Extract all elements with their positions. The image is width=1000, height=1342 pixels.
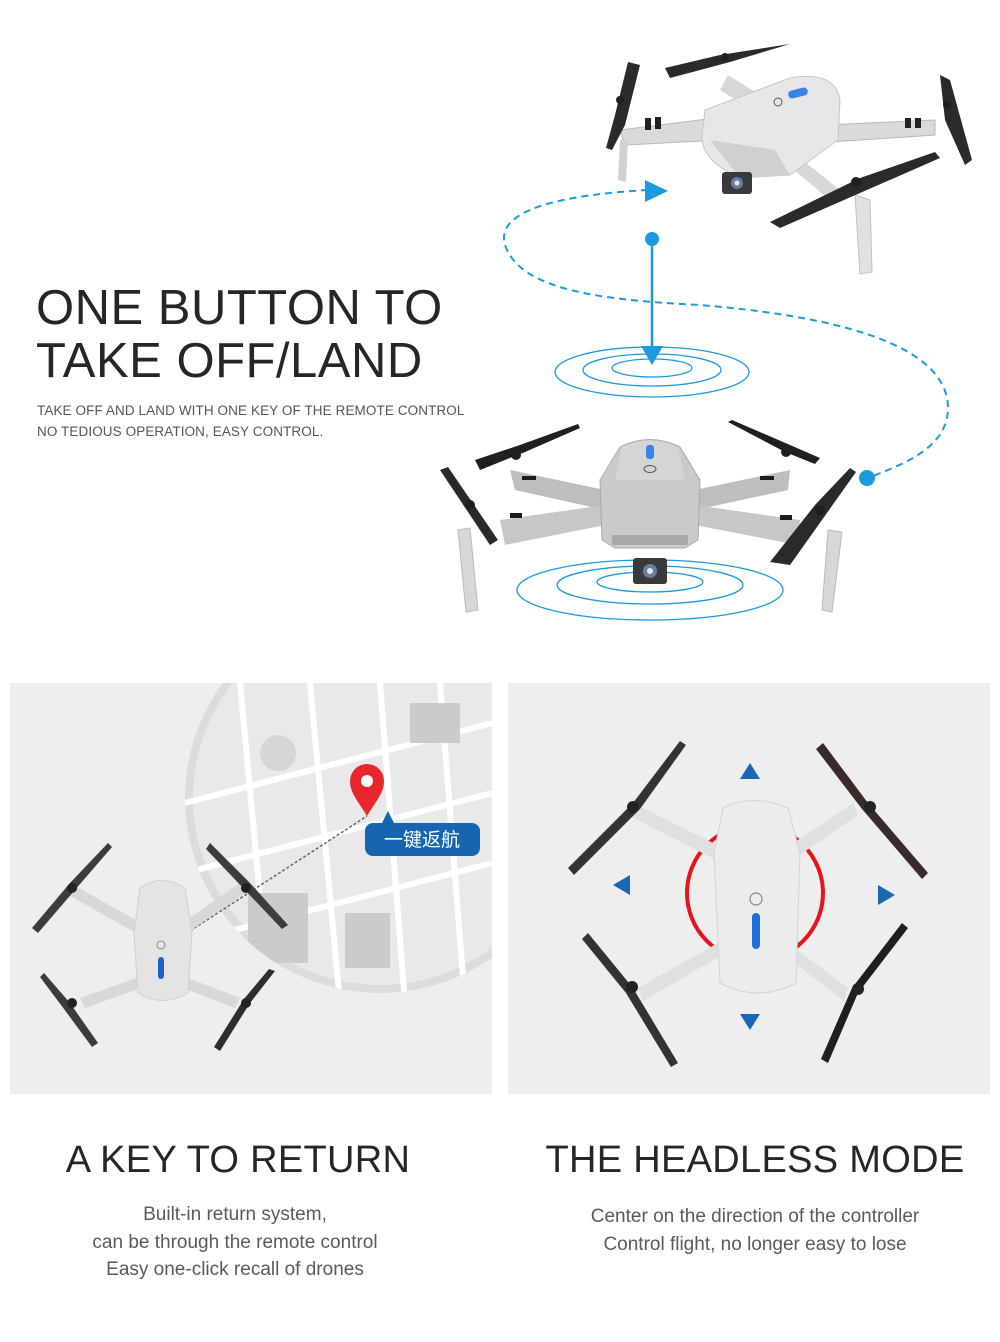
location-pin-icon [350,764,384,816]
return-path-line [189,815,368,932]
hero-title-line-1: ONE BUTTON TO [36,281,443,335]
drone-topdown-icon [568,741,928,1067]
headless-feature-title: THE HEADLESS MODE [545,1139,965,1181]
return-feature-description: Built-in return system, can be through t… [0,1201,485,1284]
hero-illustration [430,20,990,640]
return-desc-line-2: can be through the remote control [92,1231,378,1253]
headless-desc-line-2: Control flight, no longer easy to lose [603,1233,907,1255]
drone-topdown-icon [32,843,288,1051]
arrow-left-icon [613,875,630,895]
return-badge-label: 一键返航 [384,829,460,851]
dashed-flight-path [502,189,950,479]
drone-flying-icon [606,44,972,275]
return-desc-line-1: Built-in return system, [143,1204,327,1225]
return-feature-image: 一键返航 [10,683,492,1094]
hero-title-line-2: TAKE OFF/LAND [36,334,423,388]
return-feature-title: A KEY TO RETURN [65,1139,411,1181]
hero-subtitle: TAKE OFF AND LAND WITH ONE KEY OF THE RE… [37,400,465,442]
headless-desc-line-1: Center on the direction of the controlle… [590,1206,920,1227]
arrow-right-icon [878,885,895,905]
direction-arrows [613,763,895,1030]
path-end-dot-icon [859,470,875,486]
headless-feature-description: Center on the direction of the controlle… [505,1203,1000,1258]
path-arrow-icon [645,180,668,202]
headless-feature-image [508,683,990,1094]
return-badge: 一键返航 [365,811,480,856]
return-desc-line-3: Easy one-click recall of drones [106,1259,364,1280]
arrow-up-icon [740,763,760,779]
arrow-down-icon [740,1014,760,1030]
hero-subtitle-line-2: NO TEDIOUS OPERATION, EASY CONTROL. [37,424,324,439]
landing-arrow-icon [641,232,663,365]
hero-title: ONE BUTTON TO TAKE OFF/LAND [36,282,443,388]
drone-landing-icon [440,420,856,621]
landing-ripple-rings [554,346,750,398]
hero-subtitle-line-1: TAKE OFF AND LAND WITH ONE KEY OF THE RE… [37,403,465,418]
